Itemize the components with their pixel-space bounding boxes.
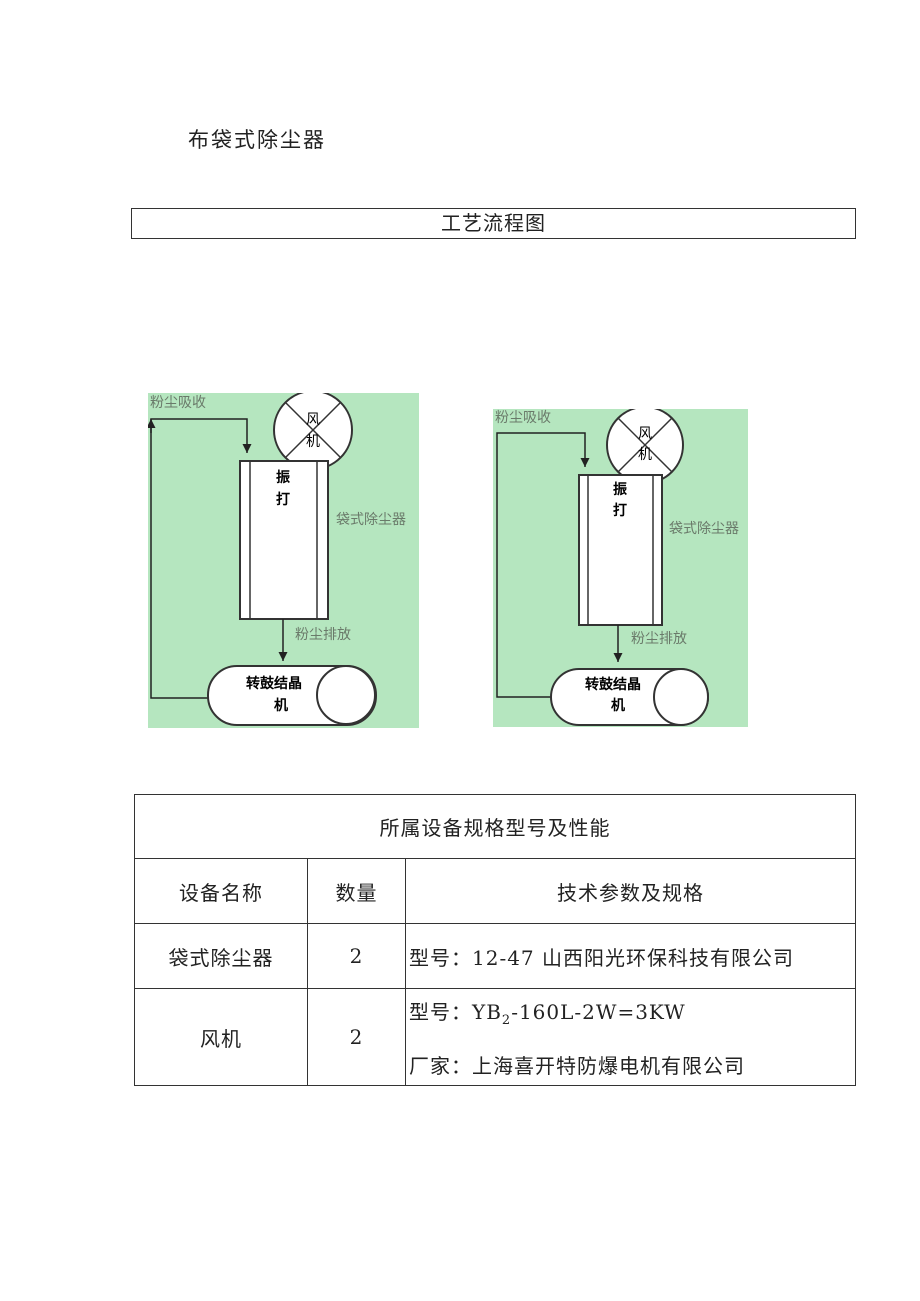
document-title: 布袋式除尘器 bbox=[188, 128, 326, 152]
drum-label-bottom: 机 bbox=[611, 697, 625, 714]
row-equipment-name: 袋式除尘器 bbox=[134, 923, 308, 989]
diagram-2-svg: 风 机 振 打 转鼓结晶 机 粉尘吸收 袋式除尘器 粉尘排放 bbox=[495, 409, 739, 726]
collector-label: 袋式除尘器 bbox=[336, 512, 406, 528]
row-spec: 型号：12-47 山西阳光环保科技有限公司 bbox=[404, 923, 857, 989]
process-diagram-2: 风 机 振 打 转鼓结晶 机 粉尘吸收 袋式除尘器 粉尘排放 bbox=[493, 409, 748, 727]
table-header-row: 设备名称 数量 技术参数及规格 bbox=[134, 858, 857, 924]
section-heading: 工艺流程图 bbox=[131, 208, 856, 239]
spec-model: 型号：YB2-160L-2W=3KW bbox=[409, 999, 686, 1028]
rap-label-bottom: 打 bbox=[276, 491, 290, 508]
dust-discharge-label: 粉尘排放 bbox=[295, 627, 351, 643]
table-row: 风机 2 型号：YB2-160L-2W=3KW 厂家：上海喜开特防爆电机有限公司 bbox=[134, 988, 857, 1086]
dust-intake-label: 粉尘吸收 bbox=[150, 395, 206, 411]
process-diagram-1: 风 机 振 打 转鼓结晶 机 粉尘吸收 袋式除尘器 粉尘排放 bbox=[148, 393, 419, 728]
equipment-spec-table: 所属设备规格型号及性能 设备名称 数量 技术参数及规格 袋式除尘器 2 型号：1… bbox=[133, 794, 857, 1086]
row-quantity: 2 bbox=[307, 988, 406, 1086]
return-flow-line bbox=[496, 432, 590, 698]
header-quantity: 数量 bbox=[307, 858, 406, 924]
spec-manufacturer: 厂家：上海喜开特防爆电机有限公司 bbox=[409, 1053, 745, 1078]
row-quantity: 2 bbox=[307, 923, 406, 989]
rap-label-top: 振 bbox=[276, 469, 290, 486]
table-row: 袋式除尘器 2 型号：12-47 山西阳光环保科技有限公司 bbox=[134, 923, 857, 989]
bag-collector-body bbox=[239, 460, 329, 620]
fan-icon bbox=[606, 409, 684, 484]
return-flow-line bbox=[150, 418, 252, 699]
fan-label-top: 风 bbox=[306, 412, 320, 428]
drum-label-top: 转鼓结晶 bbox=[585, 676, 641, 693]
fan-label-bottom: 机 bbox=[638, 447, 652, 463]
row-spec: 型号：YB2-160L-2W=3KW 厂家：上海喜开特防爆电机有限公司 bbox=[404, 988, 857, 1086]
fan-label-bottom: 机 bbox=[306, 434, 320, 450]
dust-intake-label: 粉尘吸收 bbox=[495, 410, 551, 426]
fan-icon bbox=[273, 393, 353, 470]
header-equipment-name: 设备名称 bbox=[134, 858, 308, 924]
drum-crystallizer bbox=[550, 668, 709, 726]
diagram-1-svg: 风 机 振 打 转鼓结晶 机 粉尘吸收 袋式除尘器 粉尘排放 bbox=[148, 393, 406, 726]
dust-discharge-label: 粉尘排放 bbox=[631, 631, 687, 647]
rap-label-top: 振 bbox=[613, 481, 627, 498]
drum-label-top: 转鼓结晶 bbox=[246, 675, 302, 692]
bag-collector-body bbox=[578, 474, 663, 626]
table-caption-row: 所属设备规格型号及性能 bbox=[133, 794, 857, 859]
rap-label-bottom: 打 bbox=[613, 502, 627, 519]
fan-label-top: 风 bbox=[638, 426, 652, 442]
collector-label: 袋式除尘器 bbox=[669, 521, 739, 537]
row-equipment-name: 风机 bbox=[134, 988, 308, 1086]
table-caption: 所属设备规格型号及性能 bbox=[133, 794, 857, 859]
drum-label-bottom: 机 bbox=[274, 697, 288, 714]
drum-crystallizer bbox=[207, 665, 377, 726]
header-tech-specs: 技术参数及规格 bbox=[404, 858, 857, 924]
